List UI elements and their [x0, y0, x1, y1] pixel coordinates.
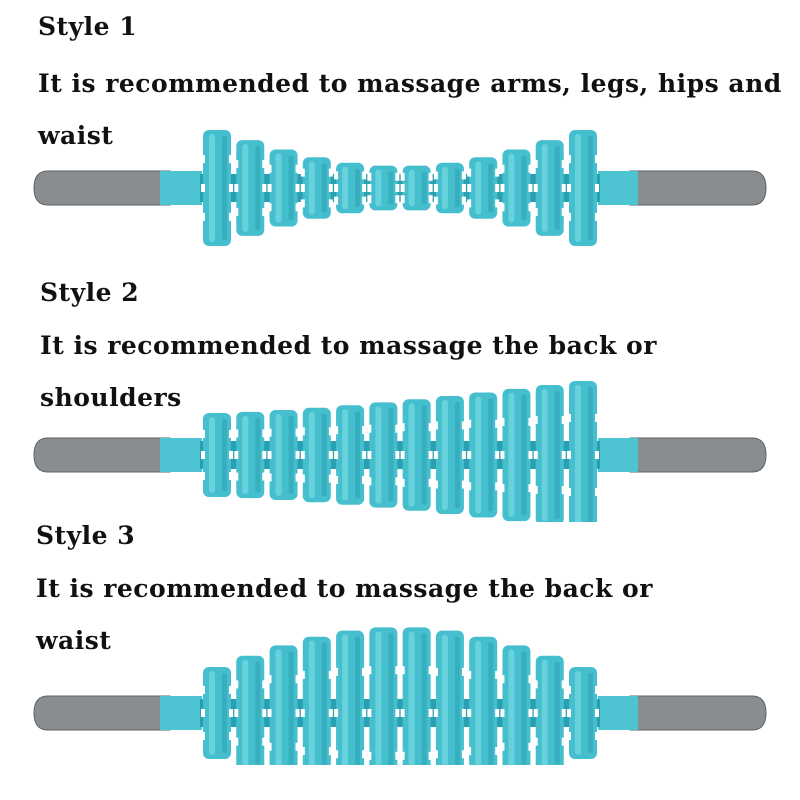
- roller-wheel: [300, 636, 333, 765]
- right-collar: [598, 438, 638, 472]
- style-2-title: Style 2: [40, 278, 140, 307]
- roller-wheel: [334, 405, 367, 505]
- roller-wheel: [567, 381, 599, 522]
- roller-wheel: [400, 399, 433, 511]
- roller-wheel: [533, 655, 566, 765]
- left-handle: [33, 170, 171, 206]
- massage-roller-style-1-image: [33, 130, 767, 246]
- roller-wheel: [467, 392, 500, 518]
- right-handle: [629, 170, 767, 206]
- right-collar: [598, 171, 638, 205]
- roller-wheel: [334, 630, 367, 765]
- roller-wheel: [567, 667, 599, 759]
- right-collar: [598, 696, 638, 730]
- roller-wheel: [267, 410, 300, 500]
- roller-wheel: [500, 645, 533, 765]
- massage-roller-style-3-image: [33, 627, 767, 765]
- roller-wheel: [367, 627, 400, 765]
- right-handle: [629, 437, 767, 473]
- roller-wheel: [400, 627, 433, 765]
- roller-wheel: [433, 162, 466, 214]
- roller-wheel: [500, 149, 533, 227]
- roller-wheel: [467, 636, 500, 765]
- left-collar: [160, 438, 202, 472]
- left-handle: [33, 437, 171, 473]
- roller-wheel: [267, 149, 300, 227]
- massage-roller-style-2-image: [33, 381, 767, 522]
- roller-wheel: [201, 413, 233, 497]
- roller-wheel: [300, 157, 333, 219]
- roller-wheel: [201, 667, 233, 759]
- roller-wheel: [267, 645, 300, 765]
- roller-wheel: [300, 407, 333, 503]
- roller-wheel: [234, 655, 267, 765]
- roller-wheel: [500, 388, 533, 522]
- roller-wheel: [533, 384, 566, 522]
- roller-wheel: [367, 165, 400, 211]
- roller-wheel: [201, 130, 233, 246]
- roller-wheel: [533, 140, 566, 236]
- left-collar: [160, 171, 202, 205]
- style-2-description: It is recommended to massage the back or…: [40, 331, 657, 412]
- right-handle: [629, 695, 767, 731]
- roller-wheel: [433, 396, 466, 514]
- style-3-description: It is recommended to massage the back or…: [36, 574, 653, 655]
- roller-wheel: [367, 402, 400, 508]
- left-collar: [160, 696, 202, 730]
- roller-wheel: [234, 411, 267, 499]
- style-2-section: Style 2 It is recommended to massage the…: [0, 262, 800, 522]
- style-1-description: It is recommended to massage arms, legs,…: [38, 69, 782, 150]
- roller-wheel: [234, 140, 267, 236]
- roller-wheel: [467, 157, 500, 219]
- style-1-section: Style 1 It is recommended to massage arm…: [0, 0, 800, 260]
- style-1-title: Style 1: [38, 12, 138, 41]
- roller-wheel: [400, 165, 433, 211]
- style-3-title: Style 3: [36, 521, 136, 550]
- roller-wheel: [567, 130, 599, 246]
- roller-wheel: [334, 162, 367, 214]
- left-handle: [33, 695, 171, 731]
- style-3-section: Style 3 It is recommended to massage the…: [0, 505, 800, 765]
- roller-wheel: [433, 630, 466, 765]
